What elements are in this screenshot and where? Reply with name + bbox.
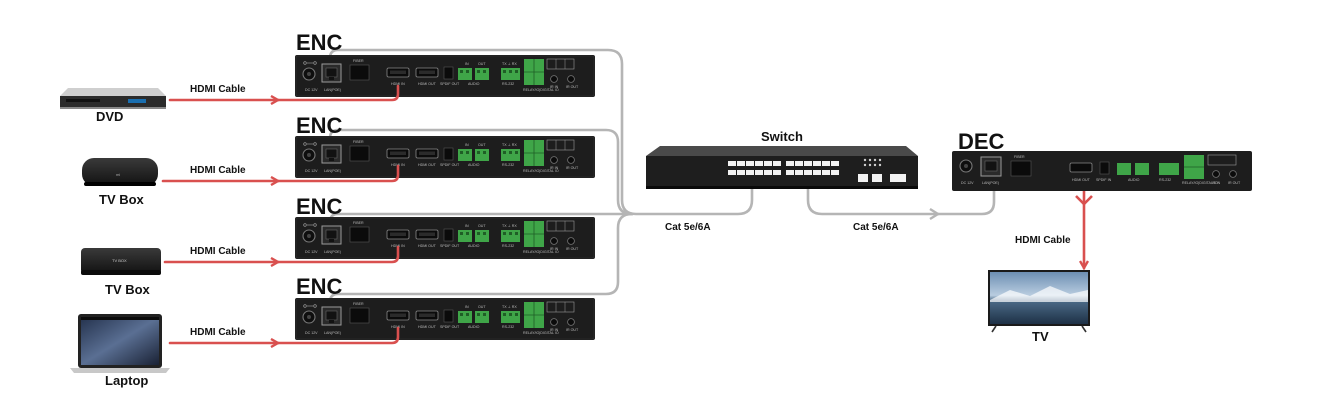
encoder-2: ENC [295, 113, 595, 178]
decoder-label: DEC [958, 129, 1005, 154]
switch-label: Switch [761, 129, 803, 144]
encoder-label: ENC [296, 113, 343, 138]
hdmi-cable-label: HDMI Cable [190, 165, 246, 176]
encoder-label: ENC [296, 194, 343, 219]
tv-icon [988, 270, 1090, 333]
cat-cable-label-left: Cat 5e/6A [665, 222, 711, 233]
source-label: Laptop [105, 373, 148, 388]
hdmi-cable-label: HDMI Cable [190, 84, 246, 95]
cat-cable-dec-lan [936, 166, 996, 216]
svg-text:mi: mi [116, 172, 120, 177]
network-switch: Switch [646, 129, 918, 189]
encoder-3: ENC [295, 194, 595, 259]
encoder-4: ENC [295, 274, 595, 340]
encoder-1: ENC [295, 30, 595, 97]
encoder-label: ENC [296, 30, 343, 55]
switch-ports [728, 161, 906, 182]
cat-cable-enc2 [328, 128, 634, 216]
hdmi-cable-label: HDMI Cable [190, 246, 246, 257]
source-label: TV Box [105, 282, 151, 297]
source-label: TV Box [99, 192, 145, 207]
hdmi-out-arrow [1075, 195, 1093, 206]
dvd-player-icon [60, 88, 166, 109]
source-label: DVD [96, 109, 123, 124]
tv-box-icon: mi [82, 158, 158, 186]
cat-cable-enc1 [328, 48, 754, 216]
tv-box-icon: TV BOX [81, 248, 161, 275]
hdmi-enc3-in [276, 245, 400, 264]
hdmi-enc1-in [276, 84, 400, 102]
cat-cable-label-right: Cat 5e/6A [853, 222, 899, 233]
cat-cable-enc4 [328, 212, 634, 314]
tv-hdmi-cable-label: HDMI Cable [1015, 235, 1071, 246]
cat-cable-switch-to-dec [806, 186, 938, 214]
tv-label: TV [1032, 329, 1049, 344]
hdmi-enc2-in [276, 164, 400, 183]
encoder-label: ENC [296, 274, 343, 299]
decoder: DEC [952, 129, 1252, 191]
laptop-icon [70, 314, 170, 373]
hdmi-enc4-in [276, 326, 400, 345]
hdmi-cable-label: HDMI Cable [190, 327, 246, 338]
svg-text:TV BOX: TV BOX [112, 258, 127, 263]
